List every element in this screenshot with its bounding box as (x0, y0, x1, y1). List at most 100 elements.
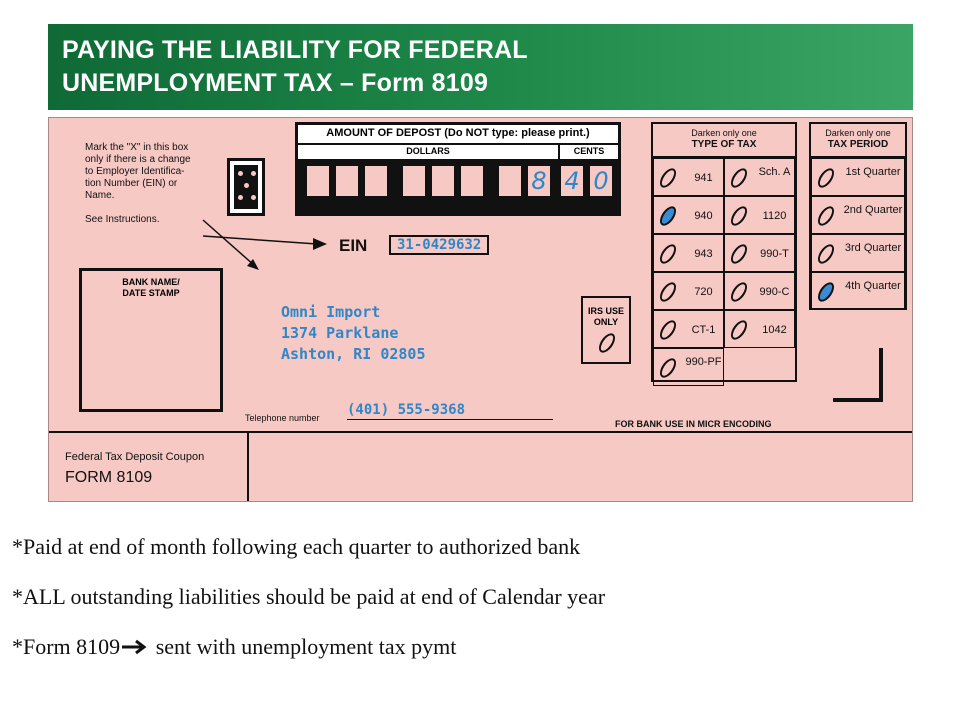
form-8109-coupon: Mark the "X" in this box only if there i… (48, 117, 913, 502)
arrow-lines (202, 219, 327, 270)
panel-divider (653, 156, 795, 158)
address-line: Ashton, RI 02805 (281, 345, 426, 363)
empty-oval-icon (727, 241, 751, 267)
digit-cell (431, 165, 455, 197)
instruction-line: Mark the "X" in this box (85, 142, 189, 153)
telephone-field[interactable]: (401) 555-9368 (347, 402, 553, 420)
ein-field[interactable]: 31-0429632 (389, 235, 490, 255)
bank-name-line: BANK NAME/ (122, 277, 180, 287)
digit-cell (402, 165, 426, 197)
amount-header: AMOUNT OF DEPOST (Do NOT type: please pr… (298, 125, 618, 145)
note-outstanding-liabilities: *ALL outstanding liabilities should be p… (12, 584, 606, 609)
thousands-separator: , (480, 189, 487, 216)
tax-option-label: 941 (694, 172, 713, 184)
irs-oval (595, 330, 619, 356)
tax-option[interactable]: 720 (653, 272, 724, 310)
corner-registration-mark (833, 348, 883, 402)
slide-title: PAYING THE LIABILITY FOR FEDERAL UNEMPLO… (48, 24, 913, 110)
panel-head-line: Darken only one (825, 128, 891, 138)
panel-divider (811, 156, 905, 158)
x-dot (238, 171, 243, 176)
x-box-fill (234, 165, 258, 209)
digit-cell (364, 165, 388, 197)
tax-option-label: 2nd Quarter (843, 204, 903, 216)
instruction-line: only if there is a change (85, 154, 191, 165)
irs-use-line: ONLY (593, 317, 619, 327)
panel-head-title: TAX PERIOD (827, 139, 889, 150)
filled-oval-icon (814, 279, 838, 305)
digit-cell (589, 165, 613, 197)
address-line: Omni Import (281, 303, 381, 321)
bank-use-label: FOR BANK USE IN MICR ENCODING (615, 419, 772, 429)
amount-digit: 0 (593, 167, 609, 195)
tax-option[interactable]: 990-PF (653, 348, 724, 386)
amount-digit: 8 (531, 167, 547, 195)
tax-option-label: 990-PF (685, 356, 722, 368)
tax-option-label: Sch. A (758, 166, 791, 178)
ein-change-x-box[interactable] (227, 158, 265, 216)
tax-option[interactable]: 940 (653, 196, 724, 234)
tax-option-label: 4th Quarter (845, 280, 901, 292)
digit-cell (560, 165, 584, 197)
tax-option[interactable]: CT-1 (653, 310, 724, 348)
tax-option-label: 990-C (759, 286, 790, 298)
tax-option[interactable]: 941 (653, 158, 724, 196)
empty-oval-icon (656, 241, 680, 267)
tax-option[interactable]: 1st Quarter (811, 158, 905, 196)
irs-use-only-box: IRS USE ONLY (581, 296, 631, 364)
instruction-line: to Employer Identifica- (85, 166, 185, 177)
digit-cell (527, 165, 551, 197)
tax-option-label: 990-T (760, 248, 789, 260)
irs-use-label: IRS USE ONLY (583, 298, 629, 328)
note-form-8109: *Form 8109 sent with unemployment tax py… (12, 634, 456, 660)
empty-oval-icon (727, 165, 751, 191)
tax-option[interactable]: 4th Quarter (811, 272, 905, 310)
x-dot (251, 195, 256, 200)
tax-option-label: 943 (694, 248, 713, 260)
tax-option[interactable]: 1120 (724, 196, 795, 234)
instruction-line: tion Number (EIN) or (85, 178, 178, 189)
title-line-2: UNEMPLOYMENT TAX – Form 8109 (62, 69, 489, 97)
tax-option[interactable]: 990-T (724, 234, 795, 272)
note-form-text: sent with unemployment tax pymt (150, 634, 457, 659)
empty-oval-icon (727, 317, 751, 343)
tax-option[interactable]: 3rd Quarter (811, 234, 905, 272)
empty-oval-icon (727, 279, 751, 305)
instruction-line: Name. (85, 190, 115, 201)
telephone-label: Telephone number (245, 413, 320, 423)
tax-option[interactable]: 2nd Quarter (811, 196, 905, 234)
digit-cell (460, 165, 484, 197)
empty-oval-icon (814, 241, 838, 267)
empty-oval-icon (814, 203, 838, 229)
empty-oval-icon (656, 279, 680, 305)
coupon-footer: Federal Tax Deposit Coupon FORM 8109 (49, 431, 912, 501)
tax-option-label: 3rd Quarter (844, 242, 902, 254)
tax-option-label: CT-1 (691, 324, 716, 336)
tax-option[interactable]: 943 (653, 234, 724, 272)
amount-of-deposit-box[interactable]: AMOUNT OF DEPOST (Do NOT type: please pr… (295, 122, 621, 216)
tax-option[interactable]: 990-C (724, 272, 795, 310)
note-form-label: *Form 8109 (12, 634, 121, 659)
empty-oval-icon (727, 203, 751, 229)
address-line: 1374 Parklane (281, 324, 399, 342)
tax-option[interactable]: Sch. A (724, 158, 795, 196)
digit-cell (306, 165, 330, 197)
change-instructions: Mark the "X" in this box only if there i… (85, 142, 191, 226)
coupon-form-number: FORM 8109 (65, 469, 153, 486)
tax-option[interactable]: 1042 (724, 310, 795, 348)
filled-oval-icon (656, 203, 680, 229)
ein-label: EIN (339, 236, 368, 255)
irs-use-line: IRS USE (587, 306, 624, 316)
tax-option-label: 1042 (762, 324, 787, 336)
cents-label: CENTS (560, 145, 618, 159)
x-dot (251, 171, 256, 176)
footer-divider (247, 433, 249, 501)
empty-oval-icon (656, 165, 680, 191)
tax-period-panel: Darken only one TAX PERIOD 1st Quarter 2n… (809, 122, 907, 310)
empty-oval-icon (814, 165, 838, 191)
bank-name-label: BANK NAME/ DATE STAMP (82, 271, 220, 299)
note-paid-end-of-month: *Paid at end of month following each qua… (12, 534, 581, 559)
see-instructions: See Instructions. (85, 214, 160, 225)
dollars-label: DOLLARS (298, 145, 560, 159)
